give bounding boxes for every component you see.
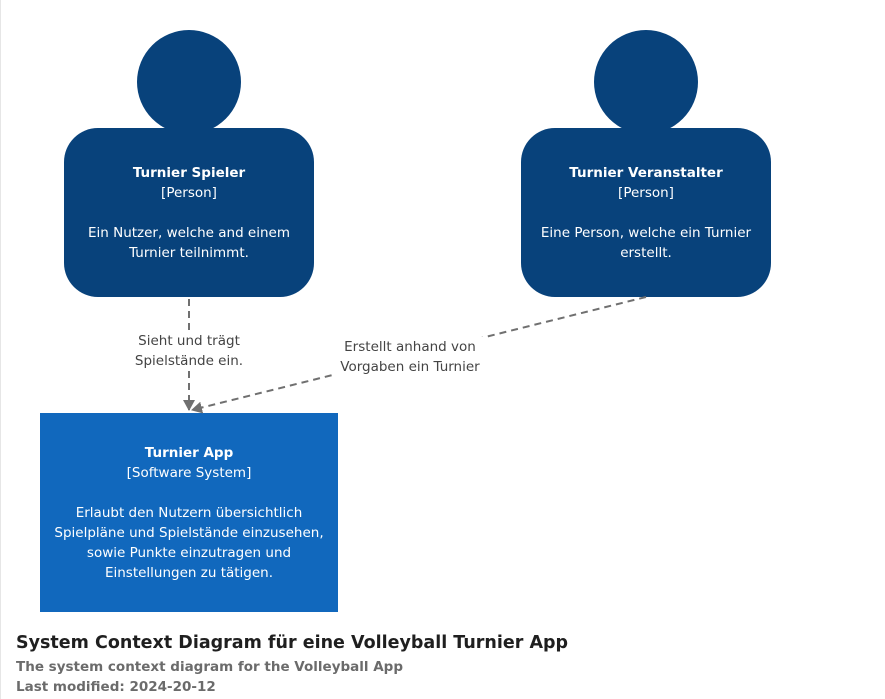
player-desc-line: Turnier teilnimmt. bbox=[129, 245, 249, 261]
organizer-desc-line: erstellt. bbox=[620, 245, 672, 261]
player-node-text: Turnier Spieler [Person] Ein Nutzer, wel… bbox=[64, 163, 314, 263]
organizer-type: [Person] bbox=[618, 185, 674, 201]
edge-label-organizer-to-app: Erstellt anhand von Vorgaben ein Turnier bbox=[334, 337, 486, 377]
player-type: [Person] bbox=[161, 185, 217, 201]
person-head-shape bbox=[594, 30, 698, 134]
organizer-description: Eine Person, welche ein Turnier erstellt… bbox=[521, 223, 771, 263]
player-desc-line: Ein Nutzer, welche and einem bbox=[87, 225, 291, 241]
organizer-title: Turnier Veranstalter bbox=[569, 165, 723, 181]
app-description: Erlaubt den Nutzern übersichtlich Spielp… bbox=[40, 503, 338, 583]
person-head-shape bbox=[137, 30, 241, 134]
person-turnier-spieler[interactable] bbox=[64, 30, 314, 297]
app-title: Turnier App bbox=[144, 445, 234, 461]
left-border bbox=[0, 0, 1, 699]
diagram-title: System Context Diagram für eine Volleyba… bbox=[16, 633, 569, 653]
app-node-text: Turnier App [Software System] Erlaubt de… bbox=[40, 443, 338, 583]
edge-label-line: Sieht und trägt bbox=[138, 333, 240, 349]
person-body-shape bbox=[521, 128, 771, 297]
edge-label-line: Erstellt anhand von bbox=[344, 339, 476, 355]
app-desc-line: Erlaubt den Nutzern übersichtlich bbox=[75, 505, 303, 521]
edge-label-line: Spielstände ein. bbox=[134, 353, 244, 369]
app-desc-line: Spielpläne und Spielstände einzusehen, bbox=[54, 525, 324, 541]
player-description: Ein Nutzer, welche and einem Turnier tei… bbox=[64, 223, 314, 263]
app-type: [Software System] bbox=[126, 465, 252, 481]
organizer-desc-line: Eine Person, welche ein Turnier bbox=[540, 225, 752, 241]
last-modified: Last modified: 2024-20-12 bbox=[16, 679, 216, 695]
player-title: Turnier Spieler bbox=[132, 165, 246, 181]
edge-label-player-to-app: Sieht und trägt Spielstände ein. bbox=[124, 331, 254, 371]
software-system-turnier-app[interactable] bbox=[40, 413, 338, 612]
organizer-node-text: Turnier Veranstalter [Person] Eine Perso… bbox=[521, 163, 771, 263]
app-desc-line: Einstellungen zu tätigen. bbox=[104, 565, 274, 581]
edge-label-line: Vorgaben ein Turnier bbox=[340, 359, 480, 375]
app-desc-line: sowie Punkte einzutragen und bbox=[86, 545, 292, 561]
person-turnier-veranstalter[interactable] bbox=[521, 30, 771, 297]
person-body-shape bbox=[64, 128, 314, 297]
diagram-subtitle: The system context diagram for the Volle… bbox=[16, 659, 404, 675]
